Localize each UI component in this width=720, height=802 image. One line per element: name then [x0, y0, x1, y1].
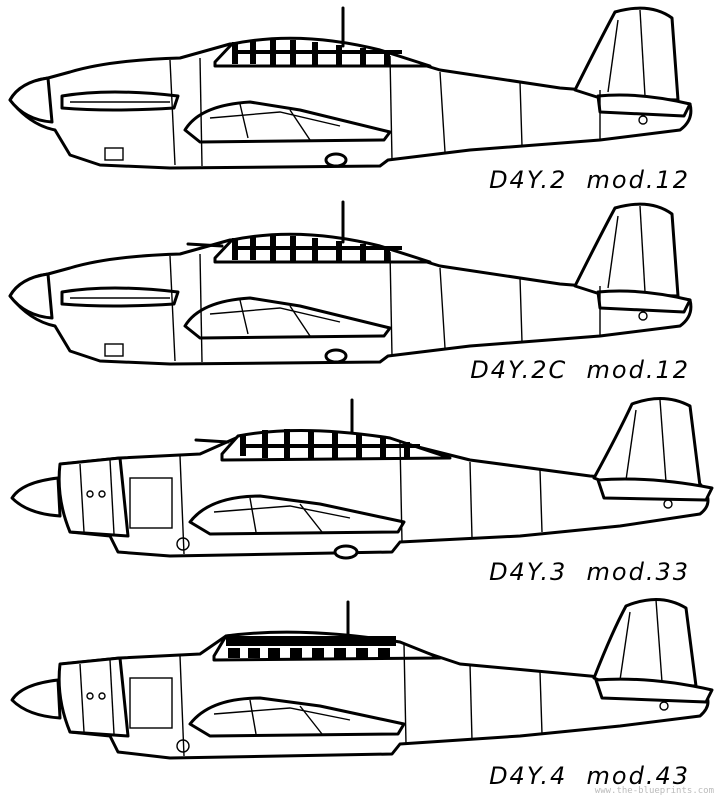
aircraft-profile-d4y3-mod33: D4Y.3 mod.33	[0, 392, 720, 592]
aircraft-caption: D4Y.3 mod.33	[489, 558, 690, 586]
watermark: www.the-blueprints.com	[594, 786, 714, 796]
aircraft-drawing-2	[8, 200, 693, 366]
aircraft-drawing-1	[8, 6, 693, 170]
aircraft-profile-d4y2c-mod12: D4Y.2C mod.12	[0, 196, 720, 396]
aircraft-caption: D4Y.4 mod.43	[489, 762, 690, 790]
aircraft-caption: D4Y.2C mod.12	[470, 356, 690, 384]
aircraft-drawing-3	[10, 397, 714, 560]
aircraft-profile-d4y2-mod12: D4Y.2 mod.12	[0, 0, 720, 200]
aircraft-drawing-4	[10, 597, 714, 760]
aircraft-caption: D4Y.2 mod.12	[489, 166, 690, 194]
aircraft-profile-d4y4-mod43: D4Y.4 mod.43	[0, 592, 720, 792]
